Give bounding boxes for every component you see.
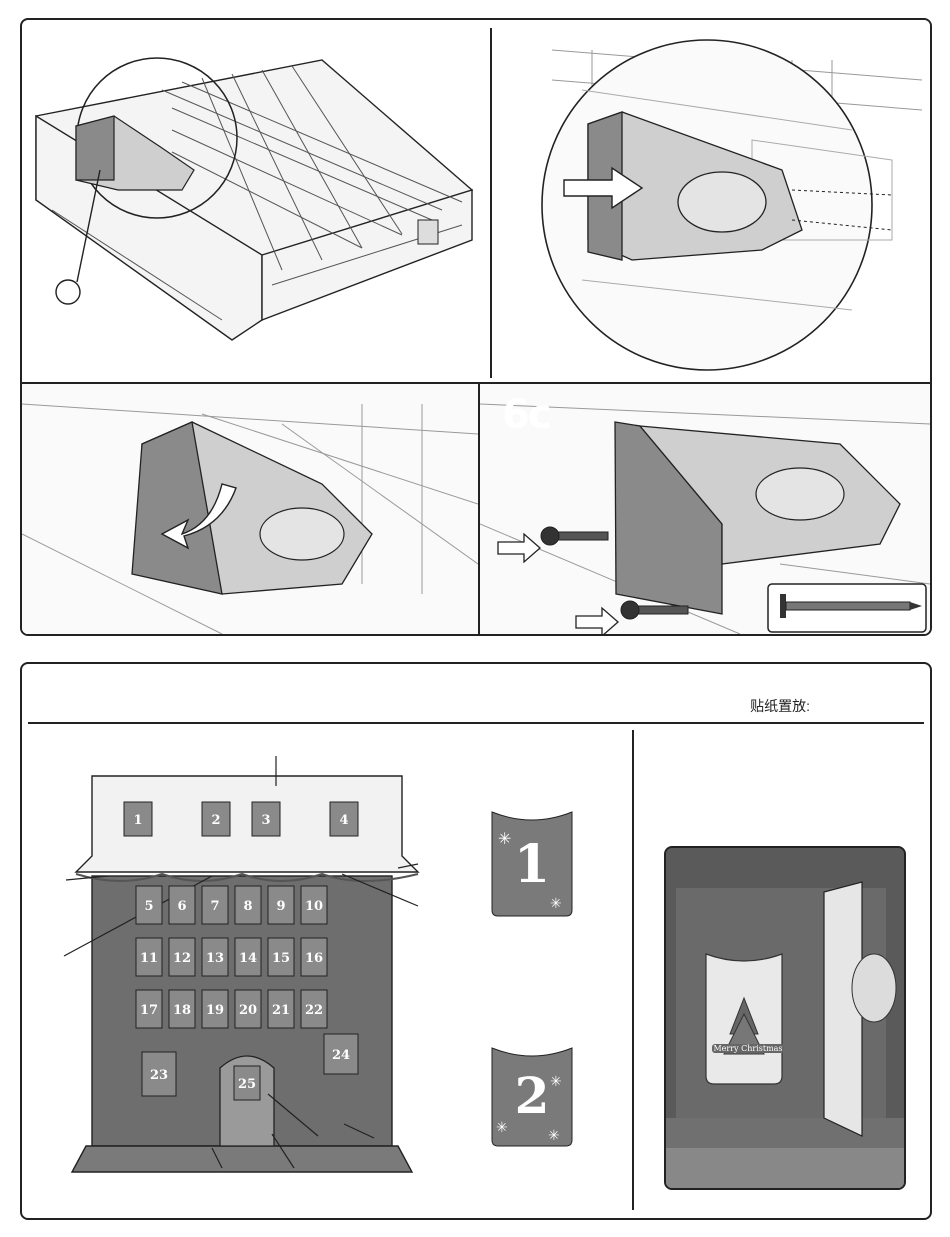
sticker-number: 1 xyxy=(488,834,576,895)
bracket-zoom-illustration xyxy=(492,20,930,378)
advent-window-number: 10 xyxy=(305,899,323,914)
advent-window-number: 18 xyxy=(173,1003,191,1018)
sticker-placement-panel: 贴纸置放: xyxy=(20,662,932,1220)
sticker-number: 2 xyxy=(488,1066,576,1125)
bracket-fold-illustration xyxy=(22,384,478,634)
advent-window-number: 12 xyxy=(173,951,191,966)
advent-window-number: 11 xyxy=(140,951,158,966)
assembly-steps-panel: 6c xyxy=(20,18,932,636)
advent-window-number: 5 xyxy=(144,899,153,914)
advent-window-number: 13 xyxy=(206,951,224,966)
advent-window-number: 4 xyxy=(339,813,348,828)
step-label-6c: 6c xyxy=(502,392,550,438)
sticker-placement-heading: 贴纸置放: xyxy=(750,696,810,716)
snowflake-icon: ✳ xyxy=(548,1128,560,1144)
advent-window-number: 1 xyxy=(133,813,142,828)
sticker-placement-photo: Merry Christmas xyxy=(664,846,906,1190)
sticker-2: ✳ ✳ ✳ 2 xyxy=(488,1040,576,1148)
advent-window-number: 16 xyxy=(305,951,323,966)
advent-window-number: 8 xyxy=(243,899,252,914)
callout-circle xyxy=(56,280,80,304)
advent-window-number: 17 xyxy=(140,1003,158,1018)
advent-window-number: 21 xyxy=(272,1003,290,1018)
advent-window-number: 9 xyxy=(276,899,285,914)
screw-install-illustration: 6c xyxy=(480,384,930,634)
advent-window-number: 20 xyxy=(239,1003,257,1018)
advent-window-number: 2 xyxy=(211,813,220,828)
advent-window-number: 6 xyxy=(177,899,186,914)
advent-window-number: 19 xyxy=(206,1003,224,1018)
advent-window-number: 23 xyxy=(150,1068,168,1083)
advent-window-number: 3 xyxy=(261,813,270,828)
advent-window-number: 7 xyxy=(210,899,219,914)
advent-window-number: 22 xyxy=(305,1003,323,1018)
sticker-caption: Merry Christmas xyxy=(712,1044,784,1053)
advent-window-number: 24 xyxy=(332,1048,350,1063)
advent-window-number: 25 xyxy=(238,1077,256,1092)
advent-window-number: 15 xyxy=(272,951,290,966)
advent-window-number: 14 xyxy=(239,951,257,966)
snowflake-icon: ✳ xyxy=(550,896,562,912)
sticker-1: ✳ ✳ 1 xyxy=(488,804,576,918)
drawer-overview-illustration xyxy=(22,20,490,378)
